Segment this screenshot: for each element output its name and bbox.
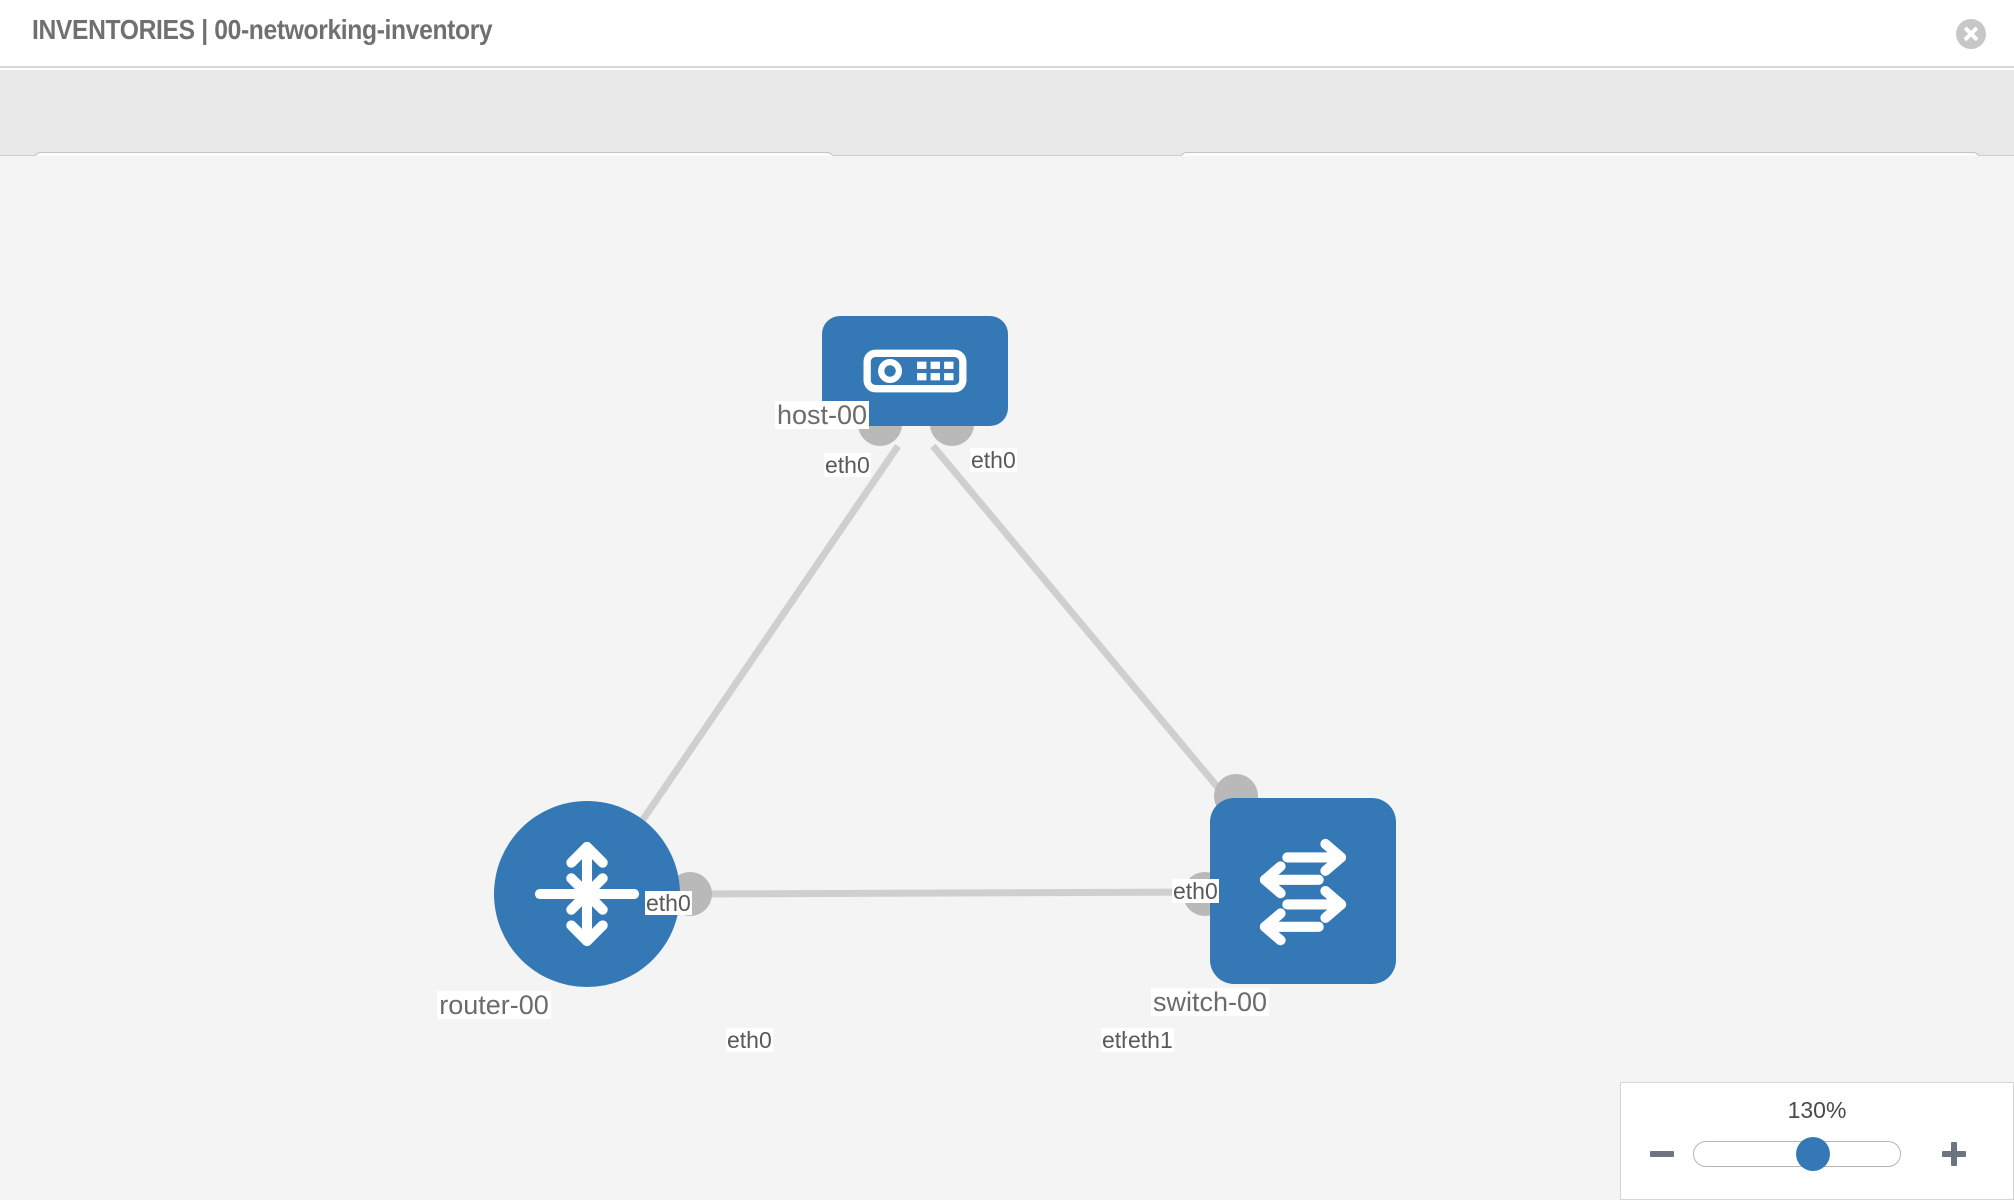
server-appliance-icon (863, 349, 967, 393)
toolbar: ACTIONS SEARCH (0, 70, 2014, 204)
zoom-out-button[interactable] (1647, 1139, 1677, 1169)
interface-label-switch-up: eth0 (1172, 878, 1219, 904)
router-node-label: router-00 (437, 990, 551, 1020)
minus-icon (1650, 1151, 1674, 1157)
link-router-switch[interactable] (689, 888, 1201, 898)
page-header: INVENTORIES | 00-networking-inventory (0, 0, 2014, 68)
page-title: INVENTORIES | 00-networking-inventory (32, 14, 493, 45)
zoom-control[interactable]: 130% (1620, 1082, 2014, 1200)
switch-arrows-icon (1259, 838, 1347, 946)
interface-label-router-up: eth0 (645, 890, 692, 916)
host-node-label: host-00 (774, 400, 870, 430)
interface-label-host-right: eth0 (970, 447, 1017, 473)
switch-node-shape[interactable] (1210, 798, 1396, 984)
interface-label-host-left: eth0 (824, 452, 871, 478)
zoom-slider[interactable] (1693, 1137, 1901, 1171)
topology-canvas[interactable]: host-00 router-00 (0, 156, 2014, 1200)
zoom-slider-thumb[interactable] (1796, 1137, 1831, 1171)
router-arrows-icon (534, 841, 640, 947)
topology-links (598, 402, 1293, 916)
zoom-in-button[interactable] (1939, 1139, 1969, 1169)
close-icon[interactable] (1956, 19, 1986, 49)
link-router-host[interactable] (598, 444, 901, 883)
interface-label-switch-left-front: eth1 (1127, 1027, 1174, 1053)
plus-icon (1951, 1142, 1957, 1166)
interface-label-router-right: eth0 (726, 1027, 773, 1053)
switch-node-label: switch-00 (1150, 987, 1270, 1017)
zoom-percent-label: 130% (1787, 1097, 1847, 1123)
